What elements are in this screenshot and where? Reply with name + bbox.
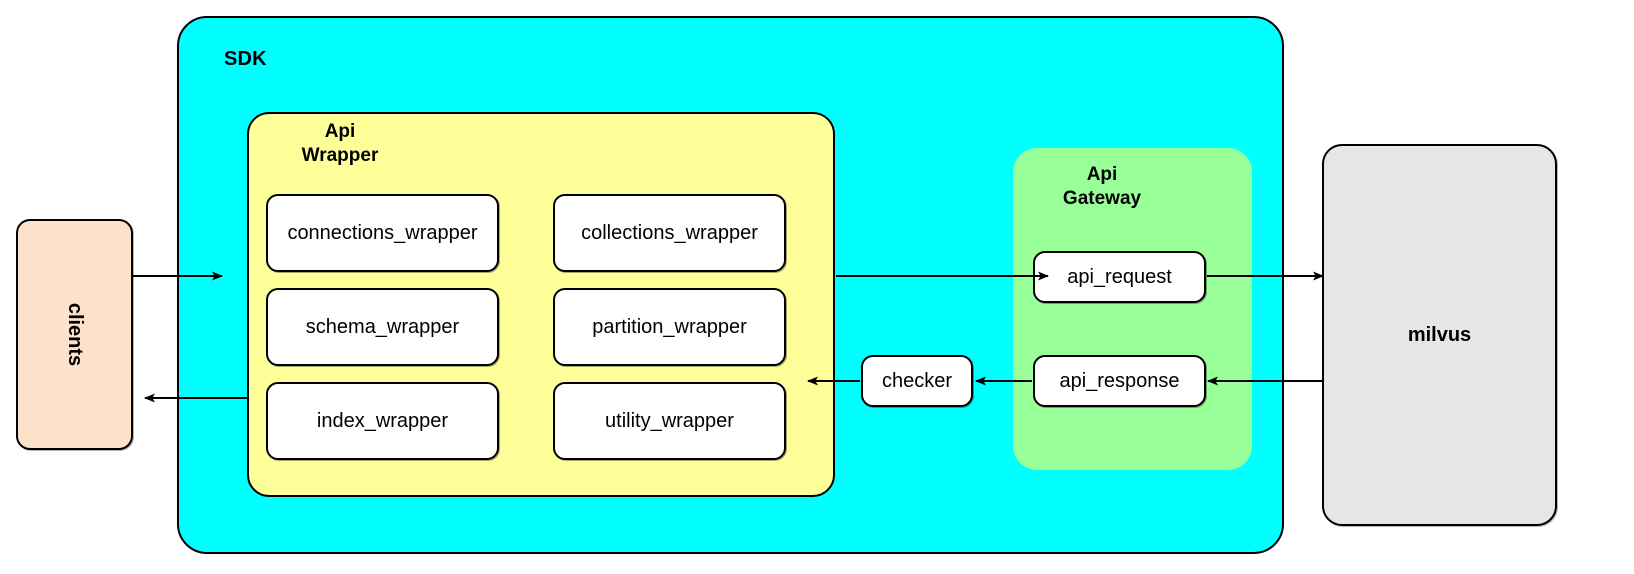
api-gateway-label: Api Gateway — [1027, 163, 1177, 211]
index-wrapper-node[interactable]: index_wrapper — [266, 382, 499, 460]
checker-node[interactable]: checker — [861, 355, 973, 407]
utility-wrapper-node[interactable]: utility_wrapper — [553, 382, 786, 460]
api-gateway-label-line2: Gateway — [1062, 187, 1142, 209]
utility-wrapper-label: utility_wrapper — [605, 409, 734, 432]
index-wrapper-label: index_wrapper — [316, 409, 449, 432]
api-gateway-container[interactable]: Api Gateway — [1013, 148, 1252, 470]
api-request-node[interactable]: api_request — [1033, 251, 1206, 303]
api-wrapper-label-line1: Api — [324, 121, 356, 142]
collections-wrapper-node[interactable]: collections_wrapper — [553, 194, 786, 272]
connections-wrapper-node[interactable]: connections_wrapper — [266, 194, 499, 272]
clients-label: clients — [63, 302, 86, 367]
collections-wrapper-label: collections_wrapper — [581, 221, 758, 244]
api-request-label: api_request — [1067, 265, 1172, 288]
api-response-label: api_response — [1059, 369, 1180, 392]
schema-wrapper-node[interactable]: schema_wrapper — [266, 288, 499, 366]
clients-node[interactable]: clients — [16, 219, 133, 450]
schema-wrapper-label: schema_wrapper — [305, 315, 460, 338]
milvus-label: milvus — [1407, 323, 1472, 346]
api-gateway-label-line1: Api — [1086, 164, 1118, 185]
checker-label: checker — [881, 369, 953, 392]
connections-wrapper-label: connections_wrapper — [287, 221, 478, 244]
sdk-label: SDK — [224, 48, 267, 70]
api-wrapper-label-line2: Wrapper — [301, 144, 379, 166]
milvus-node[interactable]: milvus — [1322, 144, 1557, 526]
partition-wrapper-node[interactable]: partition_wrapper — [553, 288, 786, 366]
api-response-node[interactable]: api_response — [1033, 355, 1206, 407]
api-wrapper-label: Api Wrapper — [265, 120, 415, 168]
partition-wrapper-label: partition_wrapper — [592, 315, 747, 338]
